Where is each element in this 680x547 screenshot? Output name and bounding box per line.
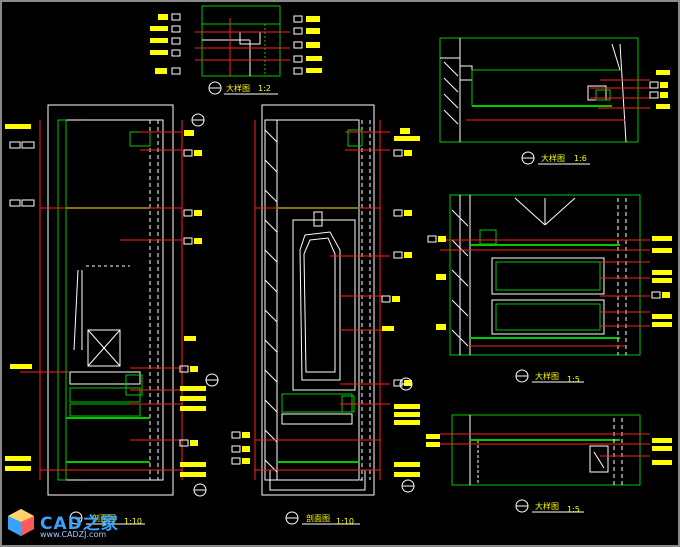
section-center-callouts <box>231 128 420 493</box>
detail-top-center-scale: 1:2 <box>258 84 271 93</box>
detail-right-bottom-drawing <box>440 414 650 486</box>
title-marker-section-center: 剖面图 1:10 <box>285 511 360 526</box>
detail-top-center-label: 大样图 <box>226 83 250 93</box>
detail-right-top-drawing <box>439 37 650 143</box>
section-left-label: 剖面图 <box>92 513 116 523</box>
detail-right-top-scale: 1:6 <box>574 154 587 163</box>
section-center-scale: 1:10 <box>336 517 354 526</box>
section-center-label: 剖面图 <box>306 513 330 523</box>
detail-right-middle-drawing <box>440 194 650 356</box>
cad-home-logo-icon <box>8 509 34 536</box>
title-marker-right-top: 大样图 1:6 <box>521 151 590 165</box>
detail-right-bottom-label: 大样图 <box>535 501 559 511</box>
title-marker-right-middle: 大样图 1:5 <box>515 369 584 384</box>
detail-right-middle-callouts <box>427 235 672 330</box>
detail-right-middle-scale: 1:5 <box>567 375 580 384</box>
detail-top-center-callouts-right <box>293 15 322 75</box>
title-marker-section-left: 剖面图 1:10 <box>69 511 145 526</box>
title-marker-top-center: 大样图 1:2 <box>208 81 278 95</box>
watermark: CAD之家 www.CADZJ.com <box>6 505 146 543</box>
watermark-url: www.CADZJ.com <box>40 530 107 539</box>
detail-right-top-label: 大样图 <box>541 153 565 163</box>
detail-right-middle-label: 大样图 <box>535 371 559 381</box>
section-center-drawing <box>254 104 390 496</box>
detail-right-top-callouts <box>649 70 670 109</box>
detail-right-bottom-callouts <box>426 434 672 465</box>
detail-right-bottom-scale: 1:5 <box>567 505 580 514</box>
section-left-drawing <box>20 104 183 496</box>
watermark-brand: CAD之家 <box>40 514 119 534</box>
detail-top-center-callouts-left <box>150 13 181 75</box>
section-left-callouts <box>5 113 219 497</box>
detail-top-center-drawing <box>195 5 290 77</box>
title-marker-right-bottom: 大样图 1:5 <box>515 499 584 514</box>
section-left-scale: 1:10 <box>124 517 142 526</box>
